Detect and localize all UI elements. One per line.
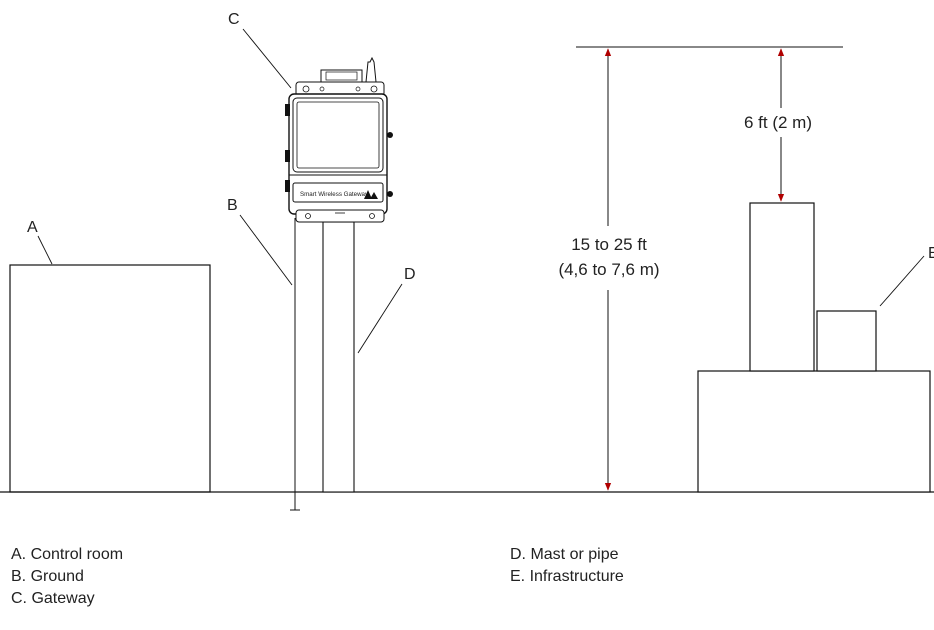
legend-right: D. Mast or pipe E. Infrastructure	[510, 544, 624, 588]
offset-label: 6 ft (2 m)	[744, 113, 812, 132]
callout-b-leader	[239, 214, 293, 286]
mast-pipe	[322, 221, 355, 493]
callout-a-leader	[37, 235, 53, 265]
callout-e: E	[928, 245, 934, 262]
callout-d-leader	[357, 283, 403, 354]
callout-c: C	[228, 11, 240, 28]
callout-a: A	[27, 219, 38, 236]
legend-item-gateway: C. Gateway	[11, 590, 95, 607]
legend-left: A. Control room B. Ground C. Gateway	[11, 544, 123, 610]
legend-item-control-room: A. Control room	[11, 546, 124, 563]
gateway-device: Smart Wireless Gateway	[285, 56, 393, 223]
infrastructure	[697, 202, 931, 493]
gateway-label: Smart Wireless Gateway	[300, 191, 369, 198]
legend-item-infrastructure: E. Infrastructure	[510, 568, 624, 585]
callout-e-leader	[879, 255, 925, 307]
overall-height-label-line1: 15 to 25 ft	[571, 235, 647, 254]
control-room-box	[9, 264, 211, 493]
legend-item-mast-or-pipe: D. Mast or pipe	[510, 546, 619, 563]
callout-c-leader	[242, 28, 292, 89]
callout-b: B	[227, 197, 238, 214]
overall-height-label-line2: (4,6 to 7,6 m)	[558, 260, 659, 279]
callout-d: D	[404, 266, 416, 283]
legend-item-ground: B. Ground	[11, 568, 84, 585]
